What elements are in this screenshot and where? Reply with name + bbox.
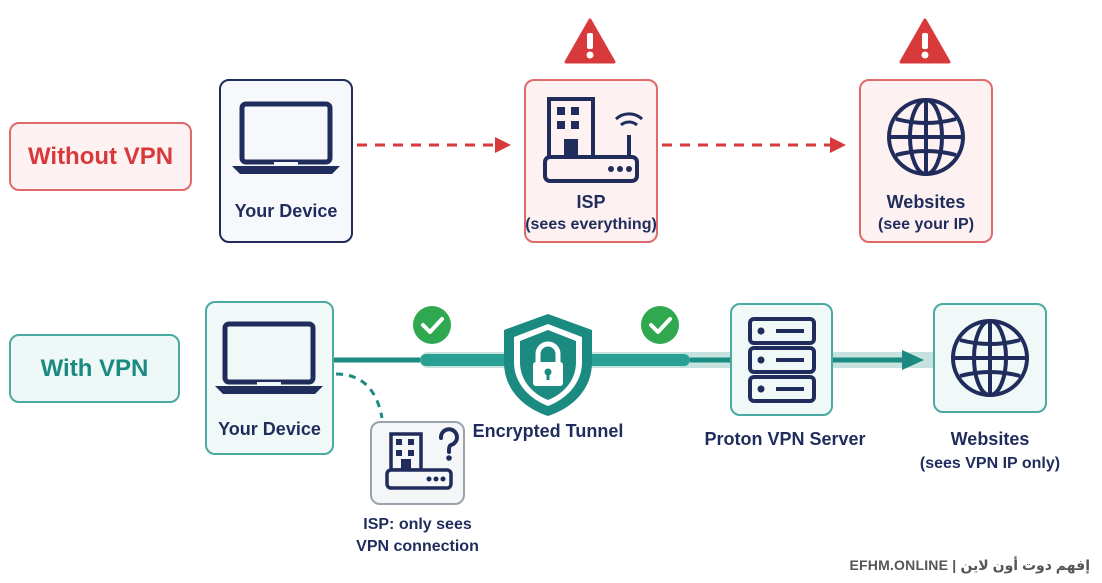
device-title-with-vpn: Your Device: [218, 419, 321, 439]
server-icon: [748, 317, 816, 403]
warning-icon: [899, 18, 951, 64]
dashed-arrow-device-to-isp: [357, 137, 511, 153]
vpn-server-title: Proton VPN Server: [704, 429, 866, 449]
check-icon: [413, 306, 451, 344]
isp-subtitle-without-vpn: (sees everything): [525, 216, 657, 233]
footer-watermark: EFHM.ONLINE | إفهم دوت أون لاين: [849, 557, 1090, 573]
dashed-arrow-isp-to-websites: [662, 137, 846, 153]
check-icon: [641, 306, 679, 344]
shield-lock-icon: [504, 314, 592, 416]
building-router-icon: [385, 432, 453, 490]
isp-title-with-vpn: ISP: only sees: [363, 516, 472, 533]
websites-title-with-vpn: Websites: [950, 429, 1030, 449]
without-vpn-label: Without VPN: [9, 122, 192, 191]
websites-subtitle-with-vpn: (sees VPN IP only): [919, 455, 1061, 472]
tunnel-title: Encrypted Tunnel: [472, 421, 624, 441]
globe-icon: [887, 98, 965, 176]
isp-subtitle-with-vpn: VPN connection: [356, 538, 479, 555]
laptop-icon: [232, 101, 340, 174]
isp-title-without-vpn: ISP: [576, 192, 606, 212]
laptop-icon: [215, 321, 323, 394]
websites-subtitle-without-vpn: (see your IP): [877, 216, 975, 233]
globe-icon: [951, 319, 1029, 397]
building-router-icon: [543, 97, 644, 183]
warning-icon: [564, 18, 616, 64]
device-title-without-vpn: Your Device: [234, 201, 338, 221]
with-vpn-label: With VPN: [9, 334, 180, 403]
websites-title-without-vpn: Websites: [886, 192, 966, 212]
encrypted-tunnel-line: [334, 350, 1032, 370]
question-icon: [438, 427, 459, 461]
dashed-connector-device-to-isp: [335, 372, 384, 419]
